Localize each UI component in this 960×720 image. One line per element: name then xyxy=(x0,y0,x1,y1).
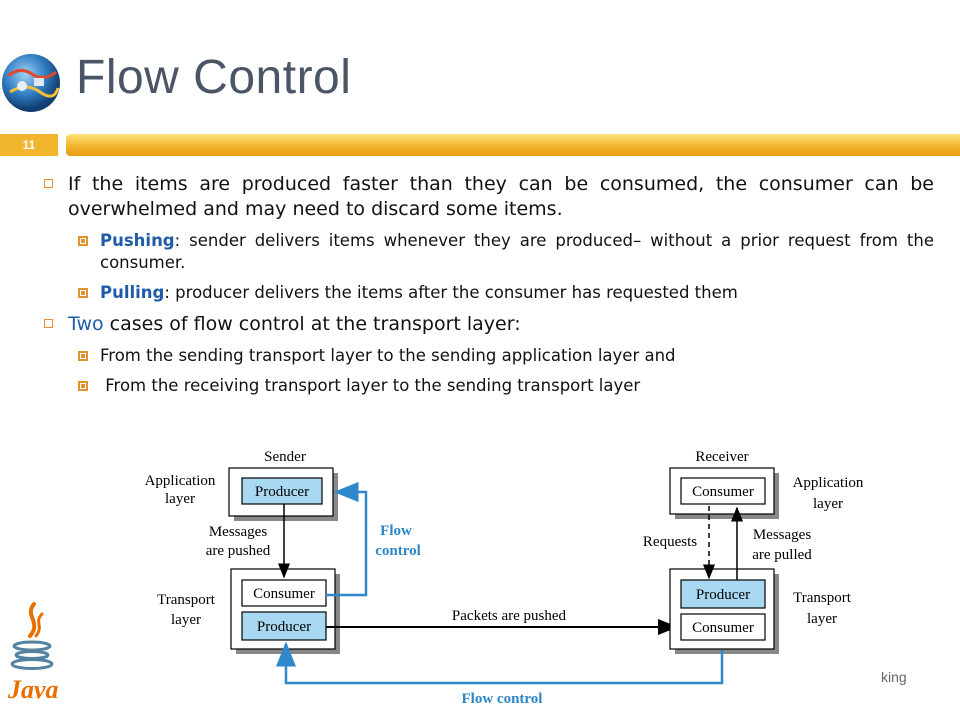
transport-layer-left-1: Transport xyxy=(157,592,216,608)
sender-transport-producer-label: Producer xyxy=(257,619,311,635)
slide-number: 11 xyxy=(0,134,58,156)
receiver-transport-consumer-label: Consumer xyxy=(692,620,754,636)
java-logo-icon: Java xyxy=(7,602,59,704)
page-title: Flow Control xyxy=(76,51,352,104)
square-bullet-icon xyxy=(44,319,53,328)
flow-control-diagram: Sender Producer Consumer Producer Applic… xyxy=(145,449,864,707)
messages-pulled-1: Messages xyxy=(753,527,811,543)
footer-text: king xyxy=(881,669,907,685)
messages-pushed-1: Messages xyxy=(209,524,267,540)
sender-title: Sender xyxy=(264,449,306,465)
flow-control-right-1: Flow xyxy=(380,523,412,539)
packets-pushed-label: Packets are pushed xyxy=(452,608,567,624)
app-layer-right-1: Application xyxy=(793,475,864,491)
bullet-two-cases: Two cases of flow control at the transpo… xyxy=(44,312,934,337)
receiver-application-box: Consumer xyxy=(669,467,779,519)
messages-pushed-2: are pushed xyxy=(206,543,271,559)
receiver-consumer-label: Consumer xyxy=(692,484,754,500)
flow-control-right-2: control xyxy=(375,543,421,559)
sub-bullet-pulling: Pulling: producer delivers the items aft… xyxy=(78,282,934,304)
transport-layer-right-2: layer xyxy=(807,611,837,627)
transport-layer-right-1: Transport xyxy=(793,590,852,606)
receiver-producer-label: Producer xyxy=(696,587,750,603)
svg-text:Java: Java xyxy=(7,675,59,704)
sender-producer-label: Producer xyxy=(255,484,309,500)
square-bullet-icon xyxy=(44,179,53,188)
flow-control-bottom-arrow xyxy=(276,641,724,685)
filled-square-bullet-icon xyxy=(78,236,88,246)
messages-pulled-2: are pulled xyxy=(752,547,812,563)
requests-label: Requests xyxy=(643,534,697,550)
sub-bullet-sending: From the sending transport layer to the … xyxy=(78,345,934,367)
sub-bullet-receiving: From the receiving transport layer to th… xyxy=(78,375,934,397)
transport-layer-left-2: layer xyxy=(171,612,201,628)
title-bar xyxy=(66,134,960,156)
app-layer-right-2: layer xyxy=(813,496,843,512)
bullet-overwhelm: If the items are produced faster than th… xyxy=(44,172,934,222)
sender-application-box: Producer xyxy=(228,467,338,521)
sender-consumer-label: Consumer xyxy=(253,586,315,602)
bullet-list: If the items are produced faster than th… xyxy=(44,172,934,405)
globe-logo-icon xyxy=(2,54,60,112)
flow-control-bottom-label: Flow control xyxy=(462,691,543,707)
app-layer-left-2: layer xyxy=(165,491,195,507)
app-layer-left-1: Application xyxy=(145,473,216,489)
filled-square-bullet-icon xyxy=(78,351,88,361)
flow-control-right-arrow xyxy=(326,482,368,597)
sub-bullet-pushing: Pushing: sender delivers items whenever … xyxy=(78,230,934,274)
sender-transport-box: Consumer Producer xyxy=(230,568,340,654)
receiver-title: Receiver xyxy=(695,449,748,465)
filled-square-bullet-icon xyxy=(78,381,88,391)
receiver-transport-box: Producer Consumer xyxy=(669,568,779,654)
filled-square-bullet-icon xyxy=(78,288,88,298)
